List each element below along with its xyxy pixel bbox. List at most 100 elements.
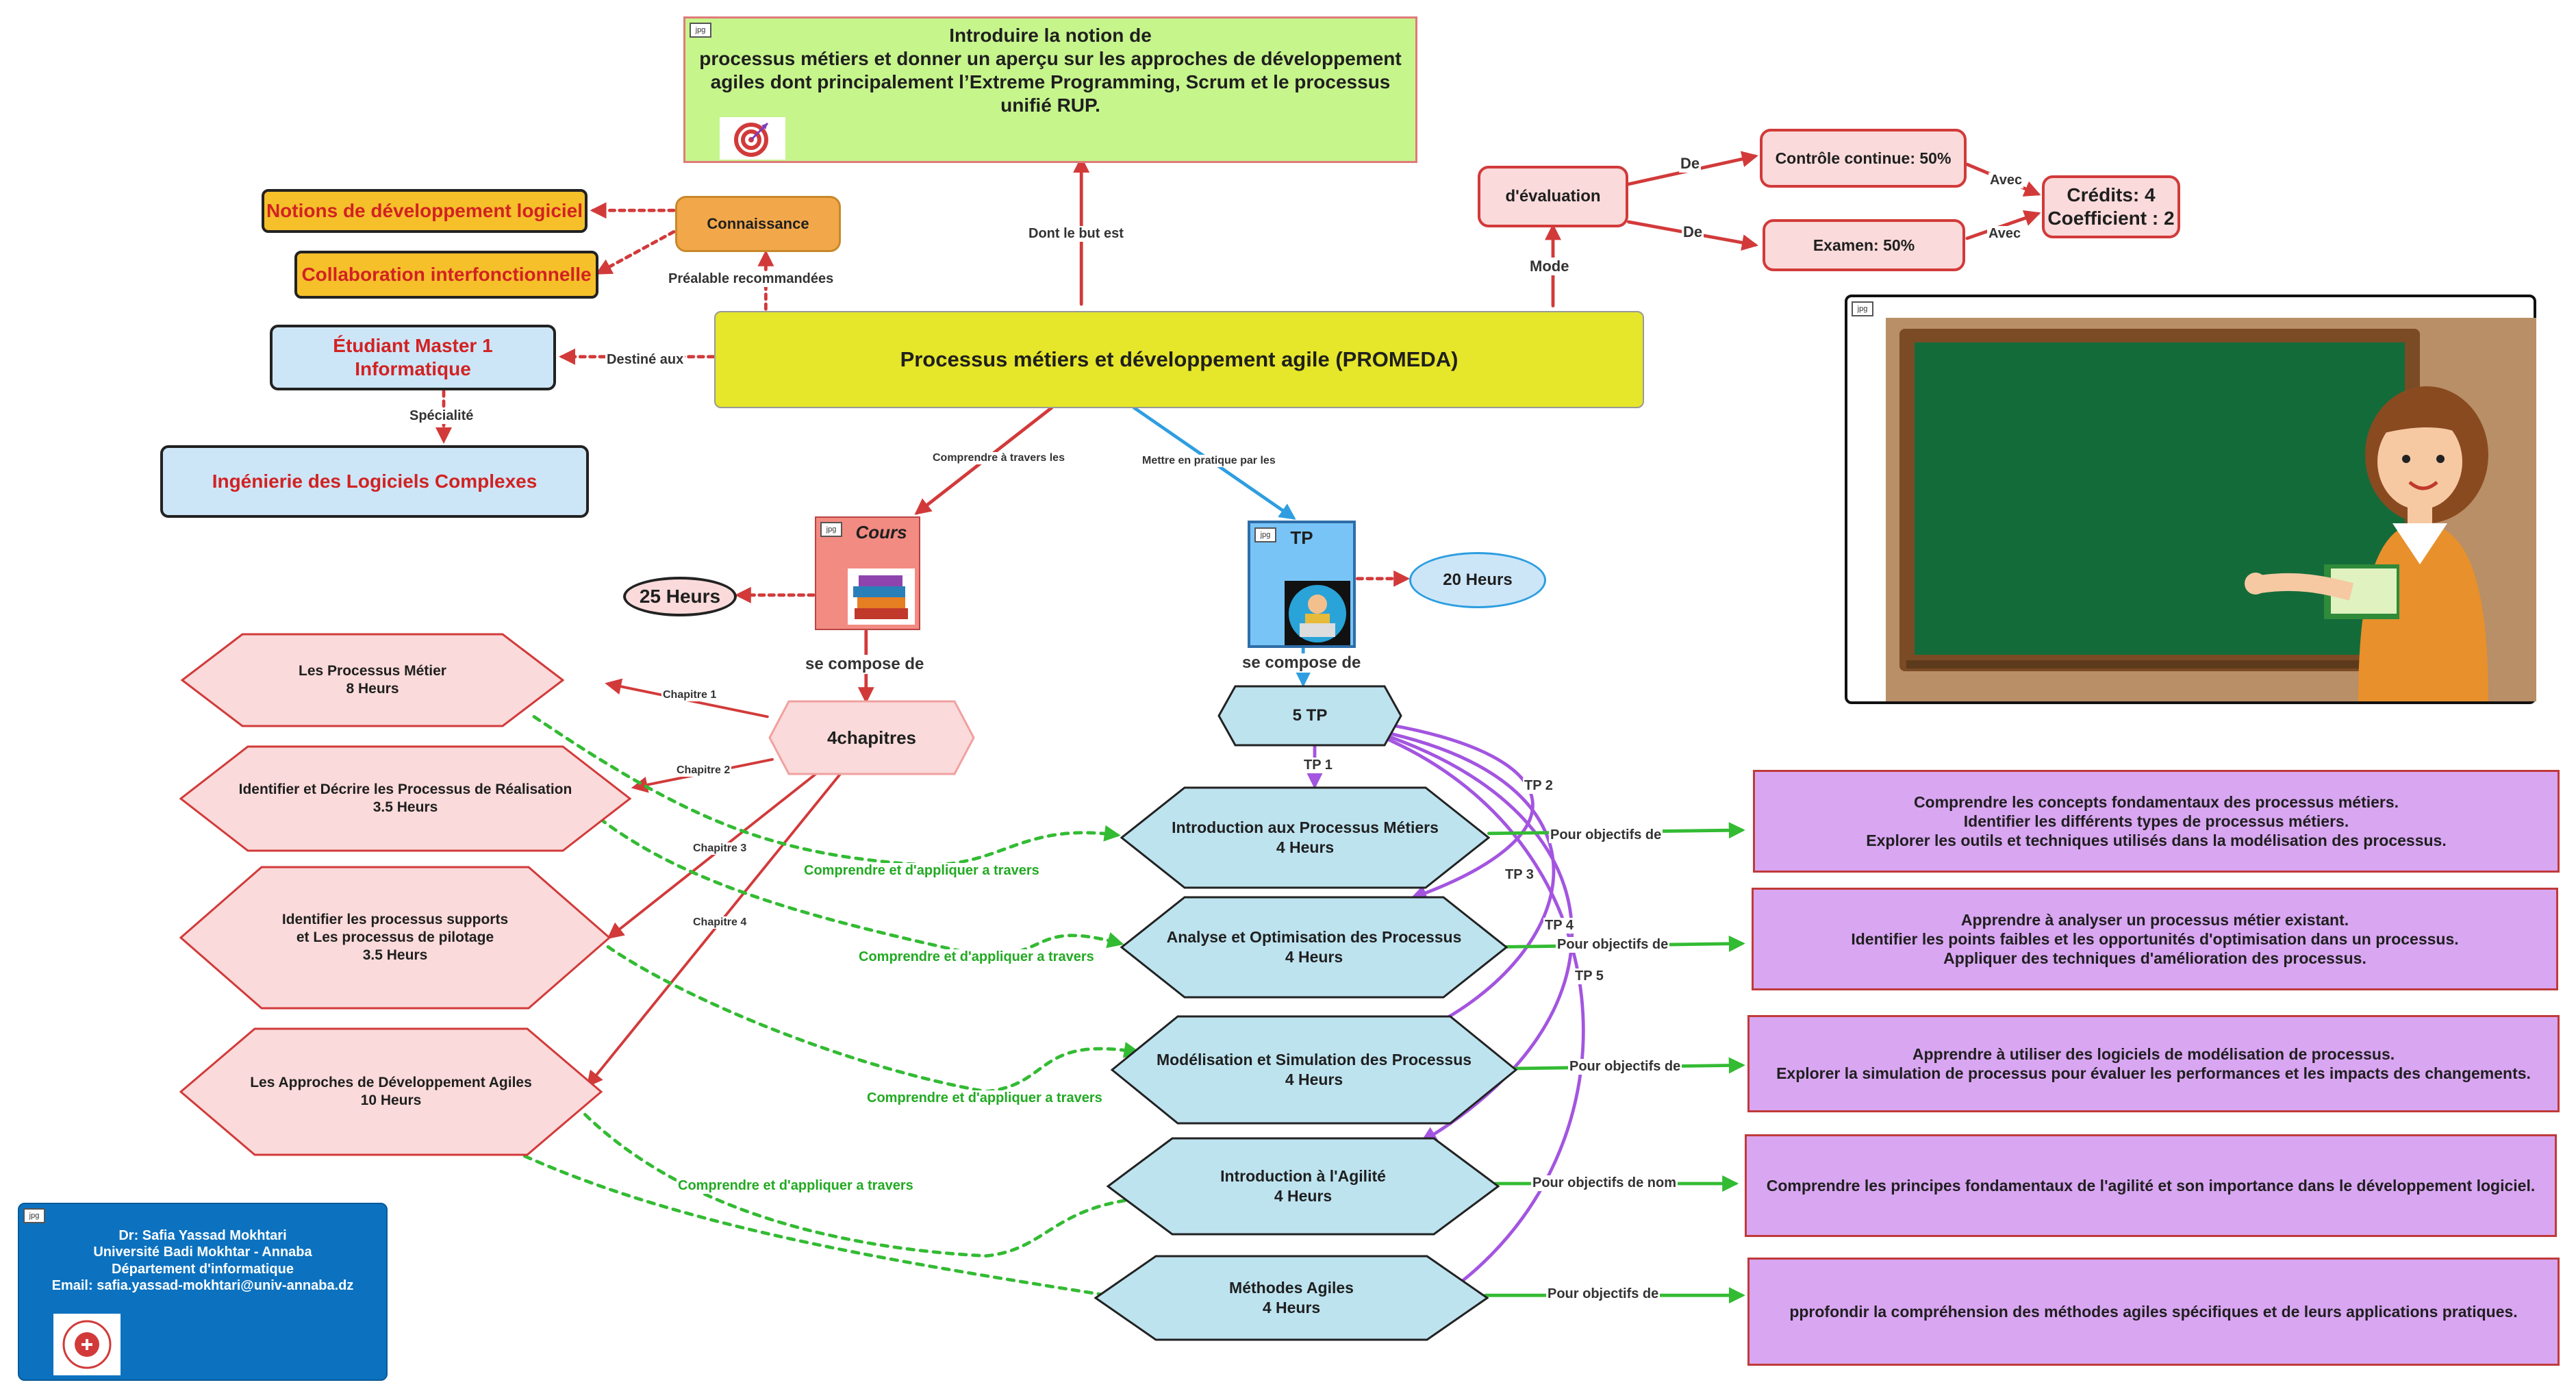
credits-box[interactable]: Crédits: 4 Coefficient : 2 — [2042, 175, 2180, 238]
tp-5[interactable]: Méthodes Agiles 4 Heurs — [1094, 1255, 1489, 1341]
university-logo-icon — [53, 1314, 121, 1375]
continuous-label: Contrôle continue: 50% — [1775, 149, 1952, 167]
objective-5[interactable]: pprofondir la compréhension des méthodes… — [1747, 1258, 2560, 1366]
edge-label-chapter: Chapitre 2 — [675, 764, 732, 777]
chapter-hours: 3.5 Heurs — [362, 947, 428, 964]
chapter-hours: 3.5 Heurs — [372, 799, 438, 815]
edge-tp3 — [1387, 732, 1556, 1031]
author-university: Université Badi Mokhtar - Annaba — [93, 1245, 312, 1260]
tp-title: Modélisation et Simulation des Processus — [1156, 1051, 1472, 1069]
objective-line: Identifier les points faibles et les opp… — [1851, 929, 2459, 948]
chapter-1[interactable]: Les Processus Métier 8 Heurs — [181, 633, 564, 727]
edge-label-apply: Comprendre et d'appliquer a travers — [866, 1090, 1104, 1106]
edge-label-objective: Pour objectifs de nom — [1531, 1175, 1678, 1191]
edge-label-prealable: Préalable recommandées — [667, 271, 835, 287]
exam-label: Examen: 50% — [1813, 236, 1915, 254]
chapter-2[interactable]: Identifier et Décrire les Processus de R… — [179, 745, 631, 852]
image-tag: jpg — [23, 1208, 45, 1223]
chapter-hours: 8 Heurs — [346, 681, 399, 697]
central-topic[interactable]: Processus métiers et développement agile… — [714, 311, 1644, 408]
connaissance-label: Connaissance — [707, 214, 809, 232]
objective-line: pprofondir la compréhension des méthodes… — [1789, 1302, 2518, 1321]
edge-label-de: De — [1682, 223, 1704, 241]
tp-title: Méthodes Agiles — [1229, 1279, 1354, 1297]
edge-cat4b — [511, 1149, 1174, 1312]
evaluation-box[interactable]: d'évaluation — [1478, 166, 1628, 227]
goal-line: processus métiers et donner un aperçu su… — [699, 48, 1402, 70]
tp-hours-value: 4 Heurs — [1285, 948, 1343, 966]
author-email: Email: safia.yassad-mokhtari@univ-annaba… — [51, 1278, 354, 1294]
cours-box[interactable]: jpg Cours — [815, 516, 920, 630]
developer-icon — [1285, 581, 1350, 645]
edge-label-tp: TP 5 — [1574, 968, 1605, 984]
edge-label-objective: Pour objectifs de — [1549, 827, 1663, 843]
chapter-title: Identifier les processus supports — [281, 911, 509, 927]
cours-hours[interactable]: 25 Heurs — [623, 577, 737, 616]
edge-label-mode: Mode — [1528, 258, 1571, 275]
tp-count-label: 5 TP — [1292, 706, 1328, 725]
tp-1[interactable]: Introduction aux Processus Métiers 4 Heu… — [1120, 786, 1490, 889]
tp-4[interactable]: Introduction à l'Agilité 4 Heurs — [1107, 1137, 1500, 1236]
edge-cat3 — [606, 945, 1141, 1094]
cours-hours-label: 25 Heurs — [639, 585, 721, 607]
tp-hours-value: 4 Heurs — [1274, 1187, 1333, 1205]
evaluation-label: d'évaluation — [1505, 187, 1601, 206]
chapter-title: et Les processus de pilotage — [296, 929, 494, 945]
edge-tp2 — [1378, 721, 1535, 901]
tp-hours-value: 4 Heurs — [1276, 838, 1335, 856]
tp-hours[interactable]: 20 Heurs — [1409, 552, 1546, 608]
tp-hours-value: 4 Heurs — [1285, 1071, 1343, 1088]
edge-label-mettre: Mettre en pratique par les — [1141, 455, 1277, 467]
chapter-hours: 10 Heurs — [360, 1092, 422, 1108]
continuous-box[interactable]: Contrôle continue: 50% — [1760, 129, 1967, 188]
tp-count[interactable]: 5 TP — [1217, 685, 1402, 747]
tp-3[interactable]: Modélisation et Simulation des Processus… — [1111, 1015, 1517, 1125]
goal-line: unifié RUP. — [1000, 95, 1100, 116]
audience-box[interactable]: Étudiant Master 1 Informatique — [270, 325, 556, 390]
chapters-count[interactable]: 4chapitres — [768, 700, 975, 775]
credits-label: Crédits: 4 — [2067, 184, 2156, 205]
specialty-box[interactable]: Ingénierie des Logiciels Complexes — [160, 445, 589, 518]
chapter-3[interactable]: Identifier les processus supports et Les… — [179, 866, 611, 1010]
objective-line: Identifier les différents types de proce… — [1963, 812, 2349, 830]
goal-line: agiles dont principalement l’Extreme Pro… — [710, 71, 1391, 93]
coefficient-label: Coefficient : 2 — [2047, 208, 2175, 229]
edge-label-apply: Comprendre et d'appliquer a travers — [803, 863, 1041, 879]
objective-line: Apprendre à utiliser des logiciels de mo… — [1912, 1045, 2395, 1063]
prereq-label: Collaboration interfonctionnelle — [301, 263, 592, 285]
books-icon — [848, 568, 915, 625]
chapter-title: Identifier et Décrire les Processus de R… — [238, 781, 572, 797]
image-tag: jpg — [1852, 301, 1873, 316]
edge-tp5 — [1387, 738, 1585, 1314]
image-tag: jpg — [1254, 527, 1276, 542]
specialty-label: Ingénierie des Logiciels Complexes — [212, 470, 538, 492]
edge-label-goal: Dont le but est — [1027, 226, 1125, 242]
author-department: Département d'informatique — [112, 1261, 294, 1277]
chapter-4[interactable]: Les Approches de Développement Agiles 10… — [179, 1027, 603, 1156]
edge-label-avec: Avec — [1988, 173, 2024, 188]
objective-2[interactable]: Apprendre à analyser un processus métier… — [1752, 888, 2558, 990]
prereq-notions[interactable]: Notions de développement logiciel — [262, 189, 588, 233]
edge-connaissance-collab — [595, 230, 676, 275]
edge-label-specialite: Spécialité — [408, 408, 475, 424]
edge-label-apply: Comprendre et d'appliquer a travers — [677, 1178, 915, 1194]
tp-label: TP — [1290, 527, 1313, 548]
edge-label-de: De — [1679, 155, 1702, 173]
exam-box[interactable]: Examen: 50% — [1763, 219, 1965, 271]
tp-box[interactable]: jpg TP — [1248, 521, 1356, 648]
objective-line: Explorer la simulation de processus pour… — [1776, 1064, 2531, 1082]
connaissance-box[interactable]: Connaissance — [675, 196, 841, 252]
edge-label-tp: TP 3 — [1504, 867, 1535, 883]
objective-3[interactable]: Apprendre à utiliser des logiciels de mo… — [1747, 1015, 2560, 1112]
central-label: Processus métiers et développement agile… — [900, 347, 1459, 372]
image-tag: jpg — [820, 522, 842, 537]
prereq-label: Notions de développement logiciel — [266, 199, 583, 221]
objective-1[interactable]: Comprendre les concepts fondamentaux des… — [1753, 770, 2560, 873]
prereq-collab[interactable]: Collaboration interfonctionnelle — [294, 251, 598, 299]
target-icon — [720, 117, 785, 160]
goal-box[interactable]: jpg Introduire la notion de processus mé… — [683, 16, 1417, 163]
objective-4[interactable]: Comprendre les principes fondamentaux de… — [1745, 1134, 2557, 1237]
tp-2[interactable]: Analyse et Optimisation des Processus 4 … — [1120, 896, 1508, 999]
chapters-count-label: 4chapitres — [826, 727, 917, 748]
author-card[interactable]: jpg Dr: Safia Yassad Mokhtari Université… — [18, 1203, 388, 1381]
